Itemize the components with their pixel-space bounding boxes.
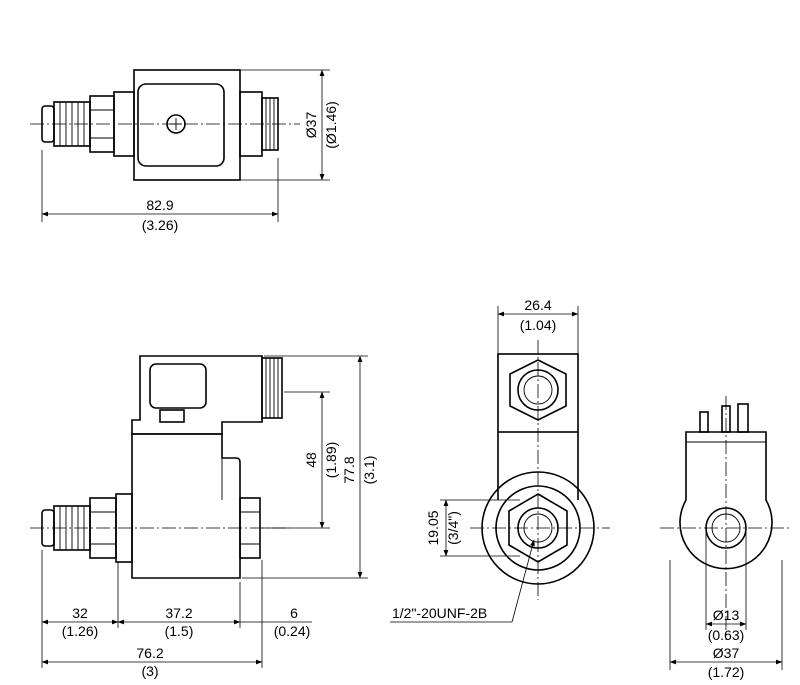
side-connector-window: [149, 363, 207, 409]
front-1905-label: 19.05: [425, 510, 441, 545]
side-6-inch-label: (0.24): [274, 623, 311, 639]
side-6-label: 6: [290, 605, 298, 621]
thread-label: 1/2"-20UNF-2B: [392, 605, 487, 621]
side-762-label: 76.2: [136, 645, 163, 661]
coil-pin-2: [721, 405, 731, 433]
top-dia-inch-label: (Ø1.46): [323, 101, 339, 148]
coil-d13-label: Ø13: [713, 607, 740, 623]
side-32-label: 32: [72, 605, 88, 621]
side-762-inch-label: (3): [141, 663, 158, 679]
front-connector: [497, 353, 579, 433]
side-connector-tab: [159, 409, 185, 423]
coil-d37-inch-label: (1.72): [708, 664, 745, 680]
front-gland-hex: [509, 359, 567, 421]
front-264-label: 26.4: [524, 297, 551, 313]
coil-view: Ø13 (0.63) Ø37 (1.72): [660, 396, 792, 680]
side-view: 48 (1.89) 77.8 (3.1) 32 (1.26) 37.2 (1.5…: [30, 355, 377, 679]
coil-d37-label: Ø37: [713, 645, 740, 661]
front-hex-nut: [508, 493, 568, 563]
coil-pin-1: [699, 411, 709, 433]
top-knurl-lines: [59, 102, 85, 146]
side-48-label: 48: [303, 452, 319, 468]
side-48-inch-label: (1.89): [323, 442, 339, 479]
side-connector-housing: [131, 355, 263, 435]
top-connector-box: [137, 83, 225, 167]
top-view: Ø37 (Ø1.46) 82.9 (3.26): [30, 69, 339, 233]
front-1905-inch-label: (3/4"): [445, 511, 461, 545]
side-coil-body: [131, 433, 241, 579]
top-length-inch-label: (3.26): [142, 217, 179, 233]
front-view: 26.4 (1.04) 19.05 (3/4") 1/2"-20UNF-2B: [390, 297, 610, 623]
side-778-label: 77.8: [341, 456, 357, 483]
coil-pin-3: [737, 403, 749, 433]
coil-body: [679, 431, 773, 570]
side-372-label: 37.2: [165, 605, 192, 621]
side-372-inch-label: (1.5): [165, 623, 194, 639]
top-dia-label: Ø37: [303, 112, 319, 139]
top-screw: [166, 114, 186, 134]
side-32-inch-label: (1.26): [62, 623, 99, 639]
side-778-inch-label: (3.1): [361, 456, 377, 485]
side-gland-nut: [261, 357, 283, 419]
front-264-inch-label: (1.04): [520, 317, 557, 333]
coil-d13-inch-label: (0.63): [708, 627, 745, 643]
side-end-nut: [239, 497, 261, 559]
front-coil-outer: [481, 471, 595, 585]
top-length-label: 82.9: [146, 197, 173, 213]
thread-leader: [511, 539, 535, 623]
